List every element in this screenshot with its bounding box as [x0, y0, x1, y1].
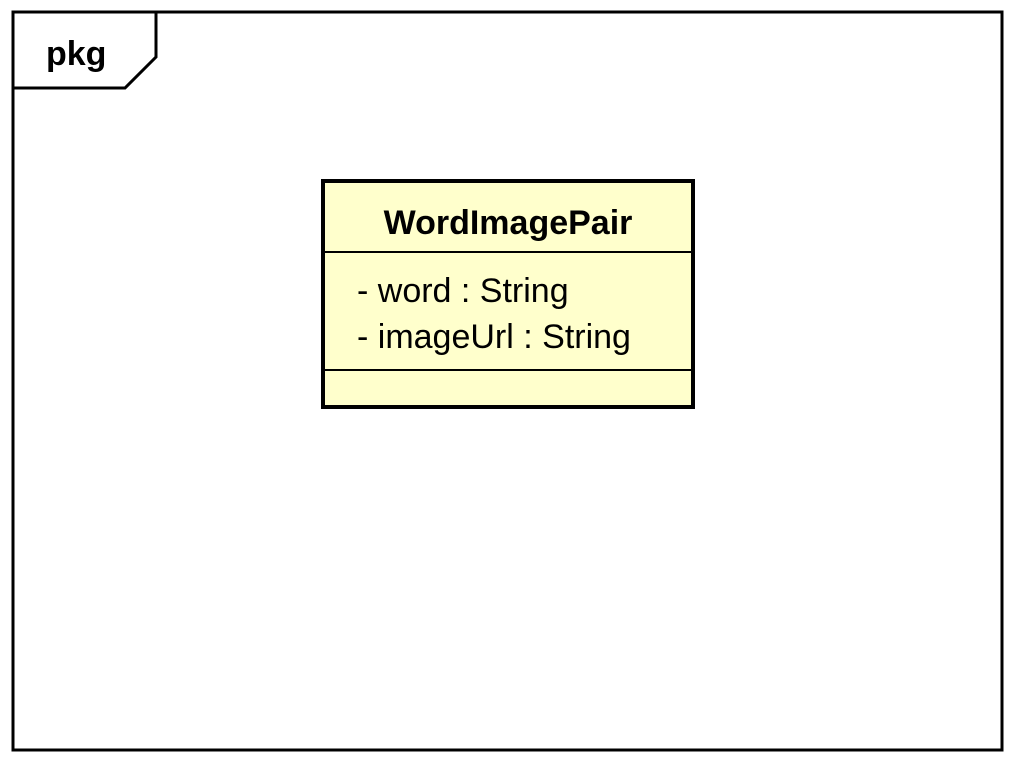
package-border: [11, 10, 1004, 752]
class-box-wordimagepair[interactable]: WordImagePair - word : String - imageUrl…: [321, 179, 695, 409]
class-name-compartment: WordImagePair: [325, 183, 691, 253]
package-tab: [13, 12, 158, 90]
attribute-compartment: - word : String - imageUrl : String: [325, 253, 691, 371]
package-label: pkg: [46, 35, 107, 73]
operation-compartment: [325, 371, 691, 405]
class-name: WordImagePair: [383, 204, 633, 242]
attribute-word: - word : String: [357, 272, 569, 310]
attribute-imageurl: - imageUrl : String: [357, 318, 631, 356]
